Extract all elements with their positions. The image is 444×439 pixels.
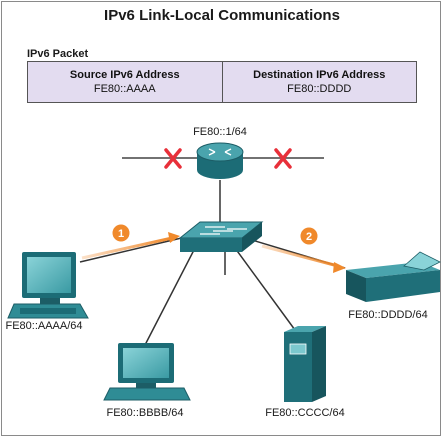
printer-d-address: FE80::DDDD/64: [348, 309, 427, 321]
link-switch-server-c: [234, 247, 296, 331]
step-2-badge: 2: [299, 226, 319, 246]
source-address-value: FE80::AAAA: [93, 83, 156, 95]
switch-icon: [178, 221, 264, 252]
printer-d-icon: [346, 251, 441, 302]
step-2-number: 2: [306, 231, 312, 243]
router-icon: [196, 142, 244, 179]
destination-address-header: Destination IPv6 Address: [253, 69, 386, 81]
router-address: FE80::1/64: [193, 126, 247, 138]
packet-label: IPv6 Packet: [27, 48, 89, 60]
step-1-number: 1: [118, 228, 124, 240]
destination-address-value: FE80::DDDD: [287, 83, 352, 95]
source-address-cell: Source IPv6 Address FE80::AAAA: [27, 61, 223, 103]
step-1-badge: 1: [111, 223, 131, 243]
blocked-x-right-icon: [274, 148, 292, 169]
step-1-arrow: [81, 232, 180, 260]
sender-pc-icon: [7, 252, 89, 319]
diagram-title: IPv6 Link-Local Communications: [104, 7, 340, 24]
server-c-icon: [284, 326, 326, 402]
packet-table: Source IPv6 Address FE80::AAAA Destinati…: [27, 61, 417, 103]
link-switch-host-b: [144, 247, 196, 346]
destination-address-cell: Destination IPv6 Address FE80::DDDD: [221, 61, 417, 103]
step-2-arrow: [261, 244, 346, 273]
host-b-address: FE80::BBBB/64: [106, 407, 183, 419]
blocked-x-left-icon: [164, 148, 182, 169]
sender-address: FE80::AAAA/64: [5, 320, 82, 332]
host-b-pc-icon: [103, 343, 191, 401]
server-c-address: FE80::CCCC/64: [265, 407, 344, 419]
source-address-header: Source IPv6 Address: [69, 69, 180, 81]
links: [79, 180, 346, 346]
